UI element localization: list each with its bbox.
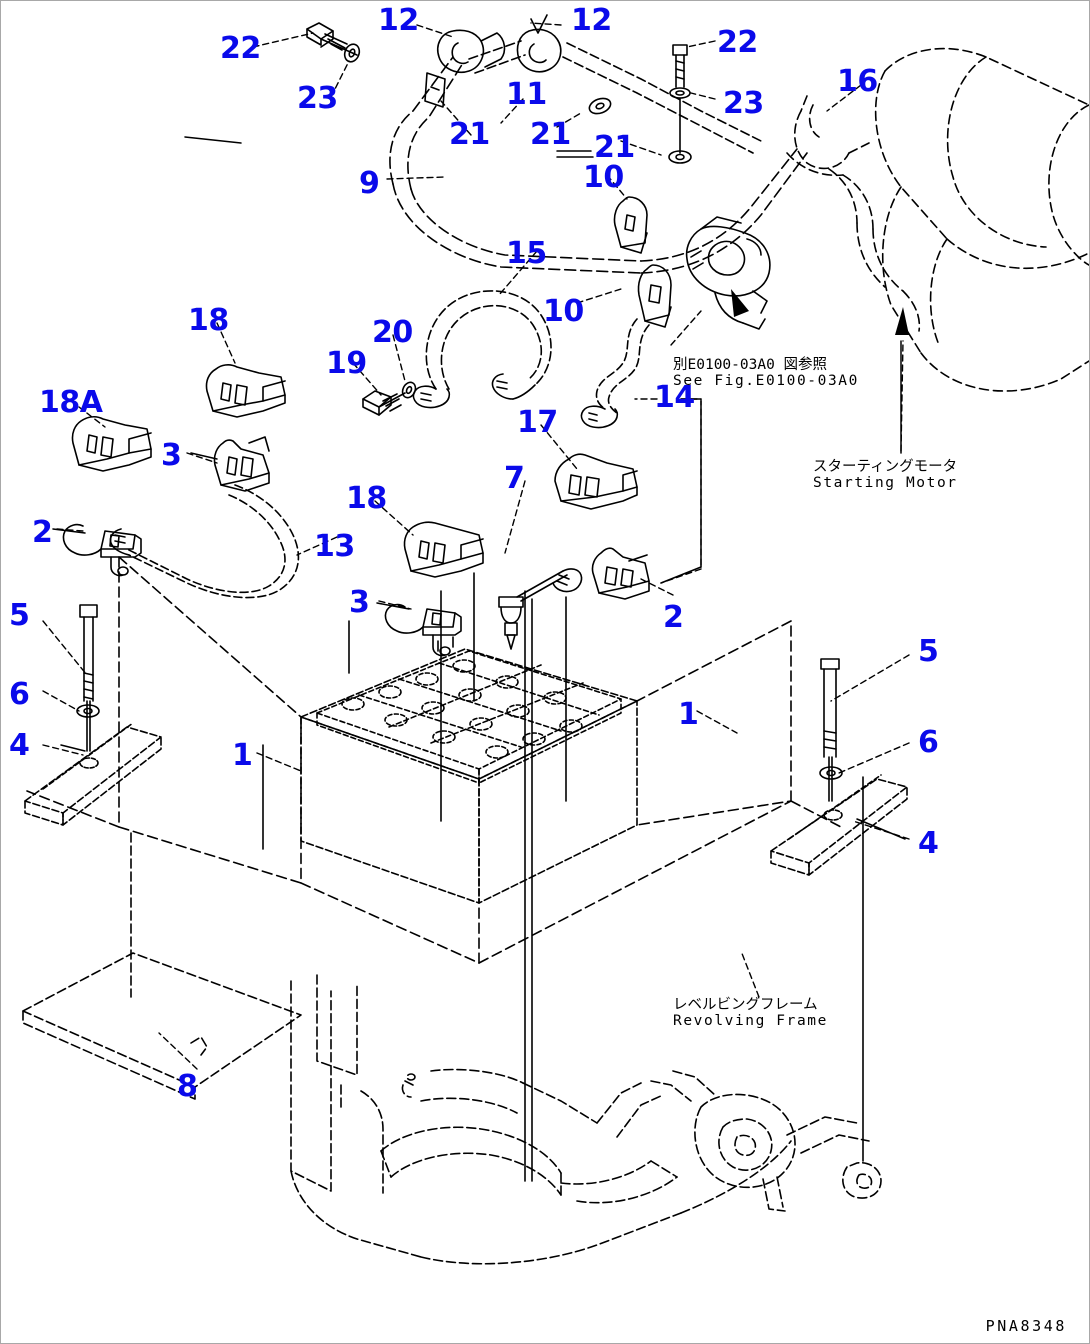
callout-1: 1 <box>232 738 253 773</box>
revolving-frame <box>130 832 882 1265</box>
see-fig-arrow <box>731 289 749 317</box>
battery-1 <box>300 636 638 904</box>
callout-1: 1 <box>678 697 699 732</box>
callout-4: 4 <box>9 728 30 763</box>
connector-18-lower <box>403 521 484 578</box>
harness-cable-15 <box>412 290 552 409</box>
callout-4: 4 <box>918 826 939 861</box>
washer-6-left <box>76 704 100 718</box>
note-see-fig-japanese: 別E0100-03A0 図参照 <box>673 357 828 373</box>
callout-13: 13 <box>314 529 355 564</box>
note-starting-motor: スターティングモータ Starting Motor <box>813 459 958 491</box>
washer-23-right <box>669 87 691 154</box>
note-revolving-frame-english: Revolving Frame <box>673 1013 828 1030</box>
connector-10-upper <box>613 196 648 254</box>
connector-10-lower <box>637 264 672 328</box>
callout-17: 17 <box>517 405 558 440</box>
callout-21: 21 <box>449 117 490 152</box>
note-revolving-frame-japanese: レベルビングフレーム <box>673 997 818 1013</box>
clamp-21-left <box>424 72 446 108</box>
starting-motor-terminal <box>685 216 771 330</box>
callout-8: 8 <box>177 1069 198 1104</box>
callout-11: 11 <box>506 77 547 112</box>
connector-17 <box>554 453 638 510</box>
note-starting-motor-english: Starting Motor <box>813 475 958 492</box>
bolt-22-right <box>672 44 688 88</box>
callout-10: 10 <box>543 294 584 329</box>
callout-12: 12 <box>378 3 419 38</box>
bolt-22-left <box>306 22 358 56</box>
callout-22: 22 <box>717 25 758 60</box>
callout-19: 19 <box>326 346 367 381</box>
clamp-12-right <box>516 14 562 73</box>
harness-cable-13 <box>109 484 300 599</box>
connector-18A <box>71 416 152 472</box>
clamp-21-right <box>668 150 692 164</box>
callout-6: 6 <box>9 677 30 712</box>
leader-lines-solid <box>52 136 906 840</box>
note-see-fig-english: See Fig.E0100-03A0 <box>673 373 859 390</box>
clamp-12-left <box>437 29 506 73</box>
callout-23: 23 <box>723 86 764 121</box>
plug-7 <box>498 568 583 650</box>
callout-7: 7 <box>504 461 525 496</box>
drawing-id: PNA8348 <box>985 1317 1067 1335</box>
callout-18: 18 <box>188 303 229 338</box>
cover-plate-8 <box>22 952 302 1100</box>
note-revolving-frame: レベルビングフレーム Revolving Frame <box>673 997 828 1029</box>
note-see-fig: 別E0100-03A0 図参照 See Fig.E0100-03A0 <box>673 357 859 389</box>
clamp-21-mid <box>588 97 612 115</box>
callout-18: 18 <box>346 481 387 516</box>
callout-5: 5 <box>918 634 939 669</box>
connector-3-lower <box>384 603 462 657</box>
leader-lines <box>42 22 910 1070</box>
washer-20 <box>401 381 417 399</box>
callout-23: 23 <box>297 81 338 116</box>
hold-down-bar-4-right <box>770 774 908 876</box>
callout-12: 12 <box>571 3 612 38</box>
guide-rods <box>262 572 864 1182</box>
callout-3: 3 <box>349 585 370 620</box>
callout-21: 21 <box>530 117 571 152</box>
connector-3-upper <box>213 436 270 492</box>
callout-6: 6 <box>918 725 939 760</box>
harness-cable-14 <box>580 318 650 429</box>
callout-21: 21 <box>594 130 635 165</box>
callout-10: 10 <box>583 160 624 195</box>
callout-20: 20 <box>372 315 413 350</box>
hold-down-bolt-5-left <box>79 604 98 752</box>
callout-18A: 18A <box>39 385 103 420</box>
callout-2: 2 <box>32 515 53 550</box>
engine-block <box>786 47 1089 392</box>
starting-motor-arrow <box>895 307 909 335</box>
hold-down-bar-4-left <box>24 722 162 826</box>
battery-tray-plane <box>26 556 842 964</box>
callout-2: 2 <box>663 600 684 635</box>
callout-5: 5 <box>9 598 30 633</box>
connector-2-right <box>591 547 650 600</box>
callout-16: 16 <box>837 64 878 99</box>
callout-15: 15 <box>506 236 547 271</box>
washer-6-right <box>819 766 843 780</box>
callout-9: 9 <box>359 166 380 201</box>
bolt-19 <box>362 390 406 416</box>
callout-14: 14 <box>654 380 695 415</box>
callout-22: 22 <box>220 31 261 66</box>
frame-upper-plane <box>118 556 792 718</box>
note-starting-motor-japanese: スターティングモータ <box>813 459 958 475</box>
connector-18-upper <box>205 364 286 418</box>
callout-3: 3 <box>161 438 182 473</box>
